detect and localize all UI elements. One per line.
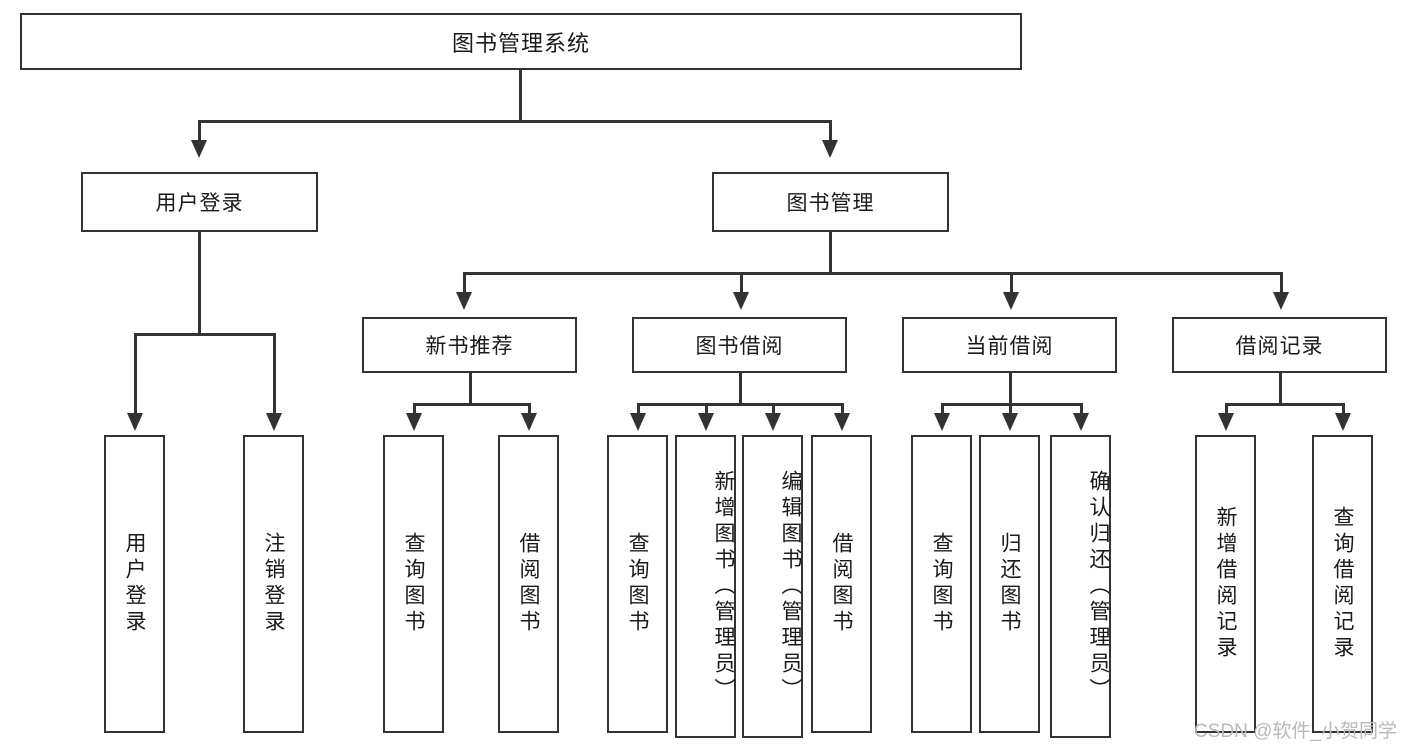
connector-newbook-l1 [413,403,416,415]
node-new-book-recommend[interactable]: 新书推荐 [362,317,577,373]
node-label: 借阅图书 [830,532,853,636]
arrowhead-book-borrow [733,292,749,310]
arrowhead-leaf-borrow-book-1 [521,413,537,431]
connector-root-stem [519,70,522,122]
arrowhead-borrow-record [1273,292,1289,310]
connector-currentborrow-l2 [1009,403,1012,415]
arrowhead-leaf-query-record [1335,413,1351,431]
node-label: 图书管理系统 [451,30,590,56]
connector-borrowrecord-stem [1279,373,1282,405]
node-label: 借阅记录 [1235,335,1324,358]
connector-bookmanage-c3 [1010,272,1013,294]
node-label: 查询借阅记录 [1331,506,1354,662]
connector-bookborrow-l1 [637,403,640,415]
connector-bookmanage-c4 [1280,272,1283,294]
connector-bookborrow-l2 [705,403,708,415]
connector-bookborrow-bus [637,403,841,406]
node-leaf-add-book[interactable]: 新增图书（管理员） [675,435,736,738]
connector-root-bus [198,120,832,123]
node-label: 确认归还（管理员） [1087,469,1110,704]
node-label: 查询图书 [402,532,425,636]
arrowhead-leaf-borrow-book-2 [834,413,850,431]
node-user-login[interactable]: 用户登录 [81,172,318,232]
connector-bookmanage-stem [829,232,832,274]
connector-bookmanage-c1 [463,272,466,294]
connector-userlogin-leaf2 [273,333,276,415]
node-label: 图书借阅 [695,335,784,358]
node-label: 用户登录 [155,192,244,215]
node-leaf-confirm-return[interactable]: 确认归还（管理员） [1050,435,1111,738]
node-book-borrow[interactable]: 图书借阅 [632,317,847,373]
node-label: 归还图书 [998,532,1021,636]
node-leaf-user-login[interactable]: 用户登录 [104,435,165,733]
node-leaf-logout-login[interactable]: 注销登录 [243,435,304,733]
node-book-manage[interactable]: 图书管理 [712,172,949,232]
arrowhead-leaf-logout-login [266,413,282,431]
connector-borrowrecord-bus [1225,403,1342,406]
node-leaf-query-record[interactable]: 查询借阅记录 [1312,435,1373,733]
connector-bookborrow-l4 [841,403,844,415]
arrowhead-new-book-recommend [456,292,472,310]
node-label: 查询图书 [626,532,649,636]
node-leaf-add-record[interactable]: 新增借阅记录 [1195,435,1256,733]
connector-bookmanage-bus [463,272,1280,275]
arrowhead-current-borrow [1003,292,1019,310]
connector-userlogin-stem [198,232,201,335]
node-label: 当前借阅 [965,335,1054,358]
connector-bookborrow-stem [739,373,742,405]
arrowhead-leaf-add-book [698,413,714,431]
node-leaf-query-book-1[interactable]: 查询图书 [383,435,444,733]
node-label: 新书推荐 [425,335,514,358]
node-label: 用户登录 [123,532,146,636]
node-leaf-borrow-book-2[interactable]: 借阅图书 [811,435,872,733]
connector-newbook-stem [469,373,472,405]
connector-userlogin-leaf1 [134,333,137,415]
arrowhead-leaf-user-login [127,413,143,431]
arrowhead-leaf-query-book-1 [406,413,422,431]
connector-newbook-l2 [528,403,531,415]
watermark-text: CSDN @软件_小贺同学 [1194,721,1397,742]
connector-currentborrow-stem [1009,373,1012,405]
node-leaf-query-book-2[interactable]: 查询图书 [607,435,668,733]
node-current-borrow[interactable]: 当前借阅 [902,317,1117,373]
connector-userlogin-bus [134,333,273,336]
node-label: 编辑图书（管理员） [779,469,802,704]
connector-root-to-bookmanage [829,120,832,142]
node-borrow-record[interactable]: 借阅记录 [1172,317,1387,373]
connector-newbook-bus [413,403,528,406]
node-label: 新增图书（管理员） [712,469,735,704]
node-leaf-borrow-book-1[interactable]: 借阅图书 [498,435,559,733]
arrowhead-leaf-confirm-return [1073,413,1089,431]
arrowhead-leaf-edit-book [765,413,781,431]
connector-root-to-userlogin [198,120,201,142]
node-label: 注销登录 [262,532,285,636]
arrowhead-leaf-add-record [1218,413,1234,431]
connector-borrowrecord-l2 [1342,403,1345,415]
connector-currentborrow-l1 [941,403,944,415]
arrowhead-to-user-login [191,140,207,158]
connector-bookmanage-c2 [740,272,743,294]
arrowhead-leaf-query-book-2 [630,413,646,431]
node-leaf-edit-book[interactable]: 编辑图书（管理员） [742,435,803,738]
arrowhead-to-book-manage [822,140,838,158]
connector-currentborrow-l3 [1080,403,1083,415]
node-root-system[interactable]: 图书管理系统 [20,13,1022,70]
node-leaf-return-book[interactable]: 归还图书 [979,435,1040,733]
node-label: 新增借阅记录 [1214,506,1237,662]
node-label: 图书管理 [786,192,875,215]
node-label: 查询图书 [930,532,953,636]
connector-bookborrow-l3 [772,403,775,415]
node-label: 借阅图书 [517,532,540,636]
arrowhead-leaf-query-book-3 [934,413,950,431]
node-leaf-query-book-3[interactable]: 查询图书 [911,435,972,733]
connector-borrowrecord-l1 [1225,403,1228,415]
arrowhead-leaf-return-book [1002,413,1018,431]
